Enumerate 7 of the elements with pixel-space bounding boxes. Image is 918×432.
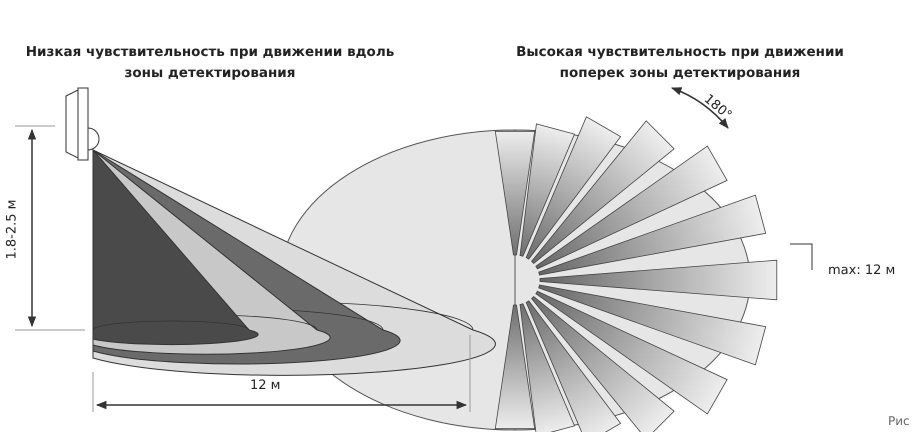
heading: Высокая чувствительность при движении поперек зоны детектирования xyxy=(515,43,845,83)
dimension-label: 12 м xyxy=(250,378,280,393)
figure-caption: Рис xyxy=(888,414,910,428)
angle-label: 180° xyxy=(700,92,734,124)
range-label: max: 12 м xyxy=(828,263,896,278)
heading: Низкая чувствительность при движении вдоль зоны детектирования xyxy=(24,43,396,83)
dimension-label: 1.8-2.5 м xyxy=(4,200,20,260)
